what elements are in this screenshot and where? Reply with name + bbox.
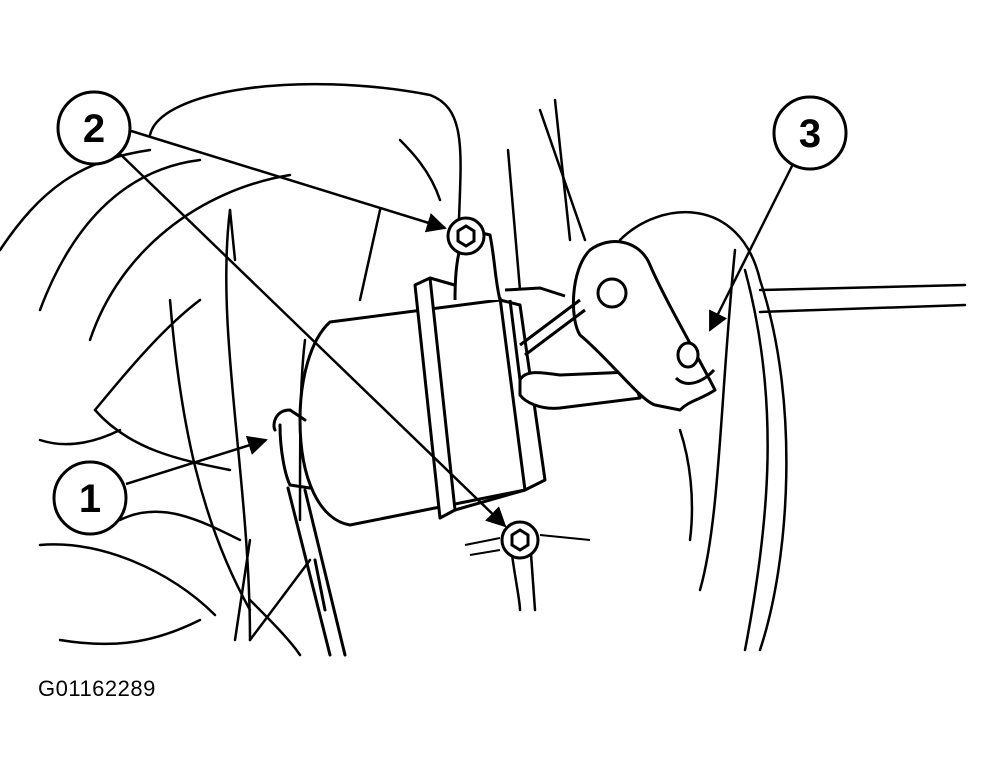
upper-bolt	[446, 216, 486, 256]
callout-label: 1	[79, 477, 101, 521]
callout-1: 1	[52, 460, 128, 536]
lower-bolt	[464, 520, 591, 560]
background-structure	[0, 82, 587, 657]
callout-2: 2	[56, 90, 132, 166]
leader-arrow-2b	[117, 151, 507, 528]
leader-arrow-2a	[127, 128, 447, 233]
leader-arrow-3	[708, 159, 797, 332]
right-frame	[618, 211, 967, 652]
leader-arrow-1	[125, 435, 268, 486]
leader-lines	[117, 128, 797, 528]
callout-3: 3	[772, 95, 848, 171]
callout-label: 2	[83, 107, 105, 151]
hook-hole	[674, 341, 716, 385]
figure-code: G01162289	[38, 676, 156, 701]
lever-arm	[519, 240, 717, 412]
callout-label: 3	[799, 112, 821, 156]
callout-circle	[52, 460, 128, 536]
cable-connector	[272, 408, 347, 657]
callout-circle	[772, 95, 848, 171]
callout-circle	[56, 90, 132, 166]
